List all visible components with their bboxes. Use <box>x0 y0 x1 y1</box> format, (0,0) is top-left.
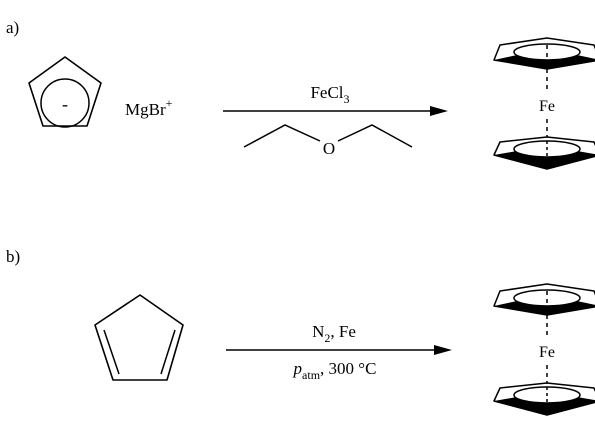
reagent-b-sub: 2 <box>324 331 330 345</box>
counter-ion-base: MgBr <box>125 100 166 119</box>
conditions-b-sub: atm <box>302 368 321 382</box>
cyclopentadienyl-ring-a <box>28 56 102 127</box>
ferrocene-a: Fe <box>493 37 595 170</box>
ether-right-chain <box>337 124 413 148</box>
ether-left-chain <box>243 124 321 148</box>
cyclopentadiene-ring <box>94 294 184 381</box>
aromatic-circle <box>40 78 90 128</box>
panel-a-label: a) <box>6 18 19 37</box>
double-bond-right <box>160 329 176 375</box>
reagent-b: N2, Fe <box>312 322 356 345</box>
conditions-b: patm, 300 °C <box>293 359 377 382</box>
ferrocene-b: Fe <box>493 283 595 416</box>
ferrocene-b-metal: Fe <box>539 344 555 361</box>
reagent-b-rest: , Fe <box>330 322 356 341</box>
counter-ion-charge: + <box>166 96 173 110</box>
ring-charge: - <box>62 94 68 114</box>
double-bond-left <box>103 329 120 375</box>
counter-ion: MgBr+ <box>125 96 173 119</box>
ferrocene-a-metal: Fe <box>539 98 555 115</box>
reagent-b-base: N <box>312 322 324 341</box>
reagent-a-base: FeCl <box>310 83 343 102</box>
arrowhead-b <box>434 345 452 355</box>
conditions-b-italic: p <box>293 359 303 378</box>
reagent-a-sub: 3 <box>344 92 350 106</box>
reagent-a: FeCl3 <box>310 83 349 106</box>
arrowhead-a <box>430 106 448 116</box>
ether-oxygen: O <box>323 139 335 158</box>
panel-b-label: b) <box>6 247 20 266</box>
conditions-b-rest: , 300 °C <box>320 359 376 378</box>
